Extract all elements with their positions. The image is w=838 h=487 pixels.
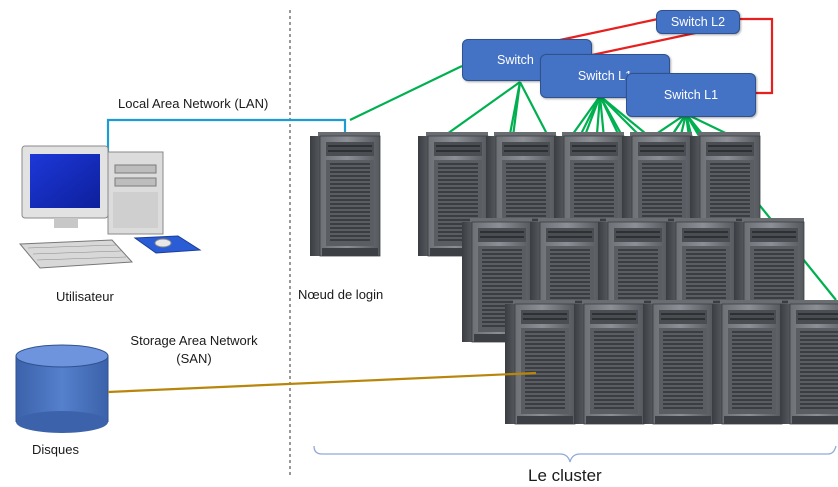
login-node-label: Nœud de login	[298, 287, 384, 302]
user-computer-icon	[18, 145, 202, 269]
san-label-line1: Storage Area Network	[130, 333, 258, 348]
cluster-brace	[313, 445, 837, 463]
san-label-line2: (SAN)	[176, 351, 212, 366]
lan-link	[106, 118, 347, 152]
user-label: Utilisateur	[56, 289, 114, 304]
lan-label: Local Area Network (LAN)	[118, 96, 269, 111]
switch-l2: Switch L2	[656, 10, 740, 34]
login-node-server-icon	[309, 131, 381, 257]
switch-l1-c: Switch L1	[626, 73, 756, 117]
san-link	[107, 371, 537, 394]
disk-cylinder-icon	[15, 344, 109, 433]
cluster-label: Le cluster	[528, 466, 602, 485]
cluster-servers	[417, 131, 838, 425]
switch-interconnects	[559, 17, 774, 95]
disks-label: Disques	[32, 442, 79, 457]
